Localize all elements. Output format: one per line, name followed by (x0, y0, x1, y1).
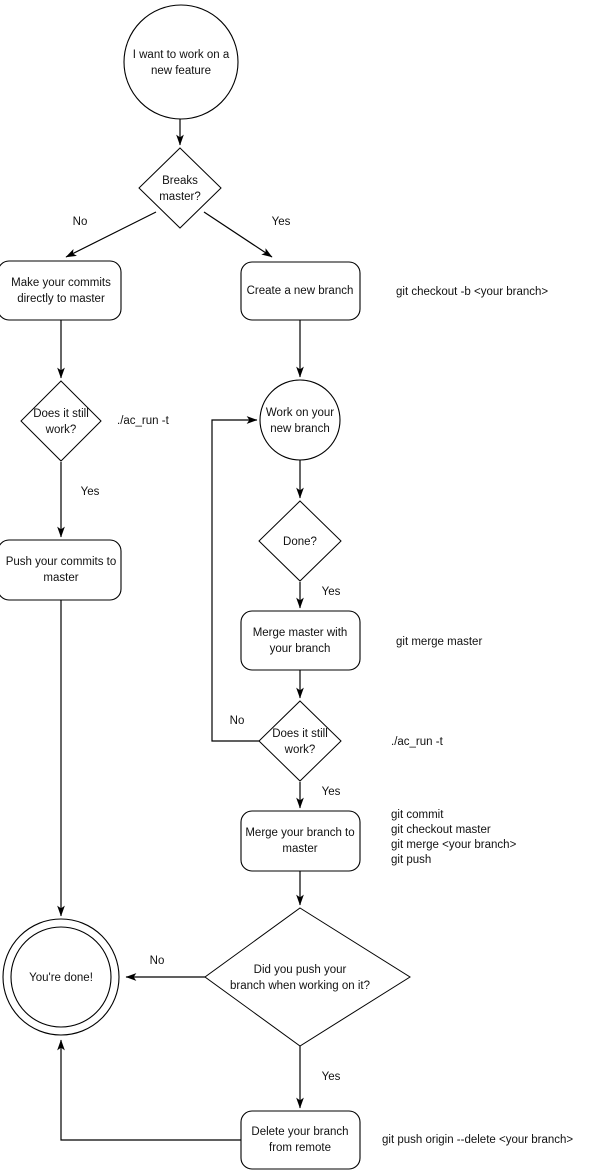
node-start-label-line1: I want to work on a (133, 49, 230, 61)
edge-deletebranch-to-done (57, 1039, 241, 1141)
node-does-it-work-left-label-line1: Does it still (33, 408, 89, 420)
command-merge-master: git merge master (396, 636, 482, 648)
node-make-commits-box[interactable] (0, 260, 122, 321)
command-ac-run-mid: ./ac_run -t (391, 736, 444, 748)
edge-midwork-no-loop (211, 416, 261, 742)
command-merge-sequence-line3: git merge <your branch> (391, 839, 517, 851)
edge-breaks-no (65, 211, 157, 258)
node-youre-done-label: You're done! (29, 972, 93, 984)
edge-breaks-yes (203, 211, 273, 258)
node-make-commits-label-line1: Make your commits (11, 277, 111, 289)
node-did-you-push-diamond[interactable] (204, 907, 411, 1047)
node-push-commits-box[interactable] (0, 539, 122, 601)
node-did-you-push-label-line2: branch when working on it? (230, 980, 370, 992)
edge-label-breaks-yes: Yes (272, 216, 291, 228)
node-done-label: Done? (283, 536, 317, 548)
node-delete-branch-box[interactable] (240, 1110, 361, 1170)
node-does-it-work-mid-label-line1: Does it still (272, 728, 328, 740)
edge-label-mid-work-no: No (230, 715, 245, 727)
node-does-it-work-left-diamond[interactable] (20, 380, 102, 462)
edge-label-mid-work-yes: Yes (322, 786, 341, 798)
node-breaks-master-label-line2: master? (159, 191, 201, 203)
command-ac-run-left: ./ac_run -t (117, 415, 170, 427)
node-create-branch-box[interactable] (240, 261, 361, 321)
node-done-diamond[interactable] (258, 500, 342, 582)
command-merge-sequence-line2: git checkout master (391, 824, 491, 836)
node-does-it-work-left-label-line2: work? (45, 424, 77, 436)
node-work-branch-label-line1: Work on your (266, 407, 334, 419)
command-merge-sequence-line4: git push (391, 854, 431, 866)
node-work-branch-circle[interactable] (259, 379, 341, 461)
node-start-circle[interactable] (123, 4, 239, 120)
edge-label-done-yes: Yes (322, 586, 341, 598)
node-merge-master-box[interactable] (240, 610, 361, 671)
command-delete-remote: git push origin --delete <your branch> (382, 1134, 573, 1146)
command-checkout-branch: git checkout -b <your branch> (396, 286, 548, 298)
node-does-it-work-mid-diamond[interactable] (258, 700, 342, 782)
command-merge-sequence-line1: git commit (391, 809, 444, 821)
node-breaks-master-diamond[interactable] (138, 147, 222, 229)
node-make-commits-label-line2: directly to master (17, 293, 105, 305)
node-start-label-line2: new feature (151, 65, 211, 77)
node-push-commits-label-line2: master (43, 572, 78, 584)
edge-label-left-work-yes: Yes (81, 486, 100, 498)
node-did-you-push-label-line1: Did you push your (254, 964, 347, 976)
node-merge-master-label-line1: Merge master with (253, 627, 348, 639)
node-does-it-work-mid-label-line2: work? (284, 744, 316, 756)
node-merge-branch-label-line1: Merge your branch to (245, 827, 354, 839)
edge-label-push-yes: Yes (322, 1071, 341, 1083)
node-work-branch-label-line2: new branch (270, 423, 329, 435)
node-youre-done-inner-circle (10, 926, 112, 1028)
node-delete-branch-label-line2: from remote (269, 1142, 331, 1154)
edge-label-breaks-no: No (73, 216, 88, 228)
node-merge-branch-label-line2: master (282, 843, 317, 855)
node-merge-master-label-line2: your branch (270, 643, 331, 655)
edge-label-push-no: No (150, 955, 165, 967)
node-create-branch-label: Create a new branch (247, 285, 354, 297)
node-merge-branch-box[interactable] (240, 810, 361, 872)
node-delete-branch-label-line1: Delete your branch (251, 1126, 348, 1138)
node-breaks-master-label-line1: Breaks (162, 175, 198, 187)
node-push-commits-label-line1: Push your commits to (6, 556, 117, 568)
